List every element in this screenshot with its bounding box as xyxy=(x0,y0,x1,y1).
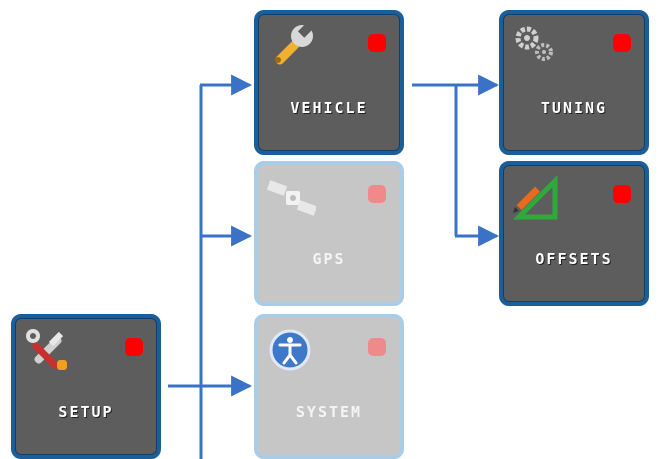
gps-label: GPS xyxy=(312,250,346,268)
tuning-label: TUNING xyxy=(540,99,608,117)
setup-tools-icon xyxy=(23,326,73,376)
offsets-tile[interactable]: OFFSETS xyxy=(499,161,649,306)
tuning-tile[interactable]: TUNING xyxy=(499,10,649,155)
vehicle-tile[interactable]: VEHICLE xyxy=(254,10,404,155)
accessibility-icon xyxy=(266,326,316,376)
status-indicator xyxy=(368,34,386,52)
satellite-icon xyxy=(266,173,318,223)
vehicle-label: VEHICLE xyxy=(290,99,368,117)
setup-tile[interactable]: SETUP xyxy=(11,314,161,459)
setup-label: SETUP xyxy=(58,403,114,421)
offsets-label: OFFSETS xyxy=(535,250,613,268)
status-indicator xyxy=(613,185,631,203)
system-tile[interactable]: SYSTEM xyxy=(254,314,404,459)
wrench-icon xyxy=(266,22,316,72)
ruler-triangle-icon xyxy=(511,173,561,223)
status-indicator xyxy=(368,185,386,203)
status-indicator xyxy=(125,338,143,356)
system-label: SYSTEM xyxy=(295,403,363,421)
status-indicator xyxy=(613,34,631,52)
gears-icon xyxy=(511,22,561,72)
gps-tile[interactable]: GPS xyxy=(254,161,404,306)
status-indicator xyxy=(368,338,386,356)
